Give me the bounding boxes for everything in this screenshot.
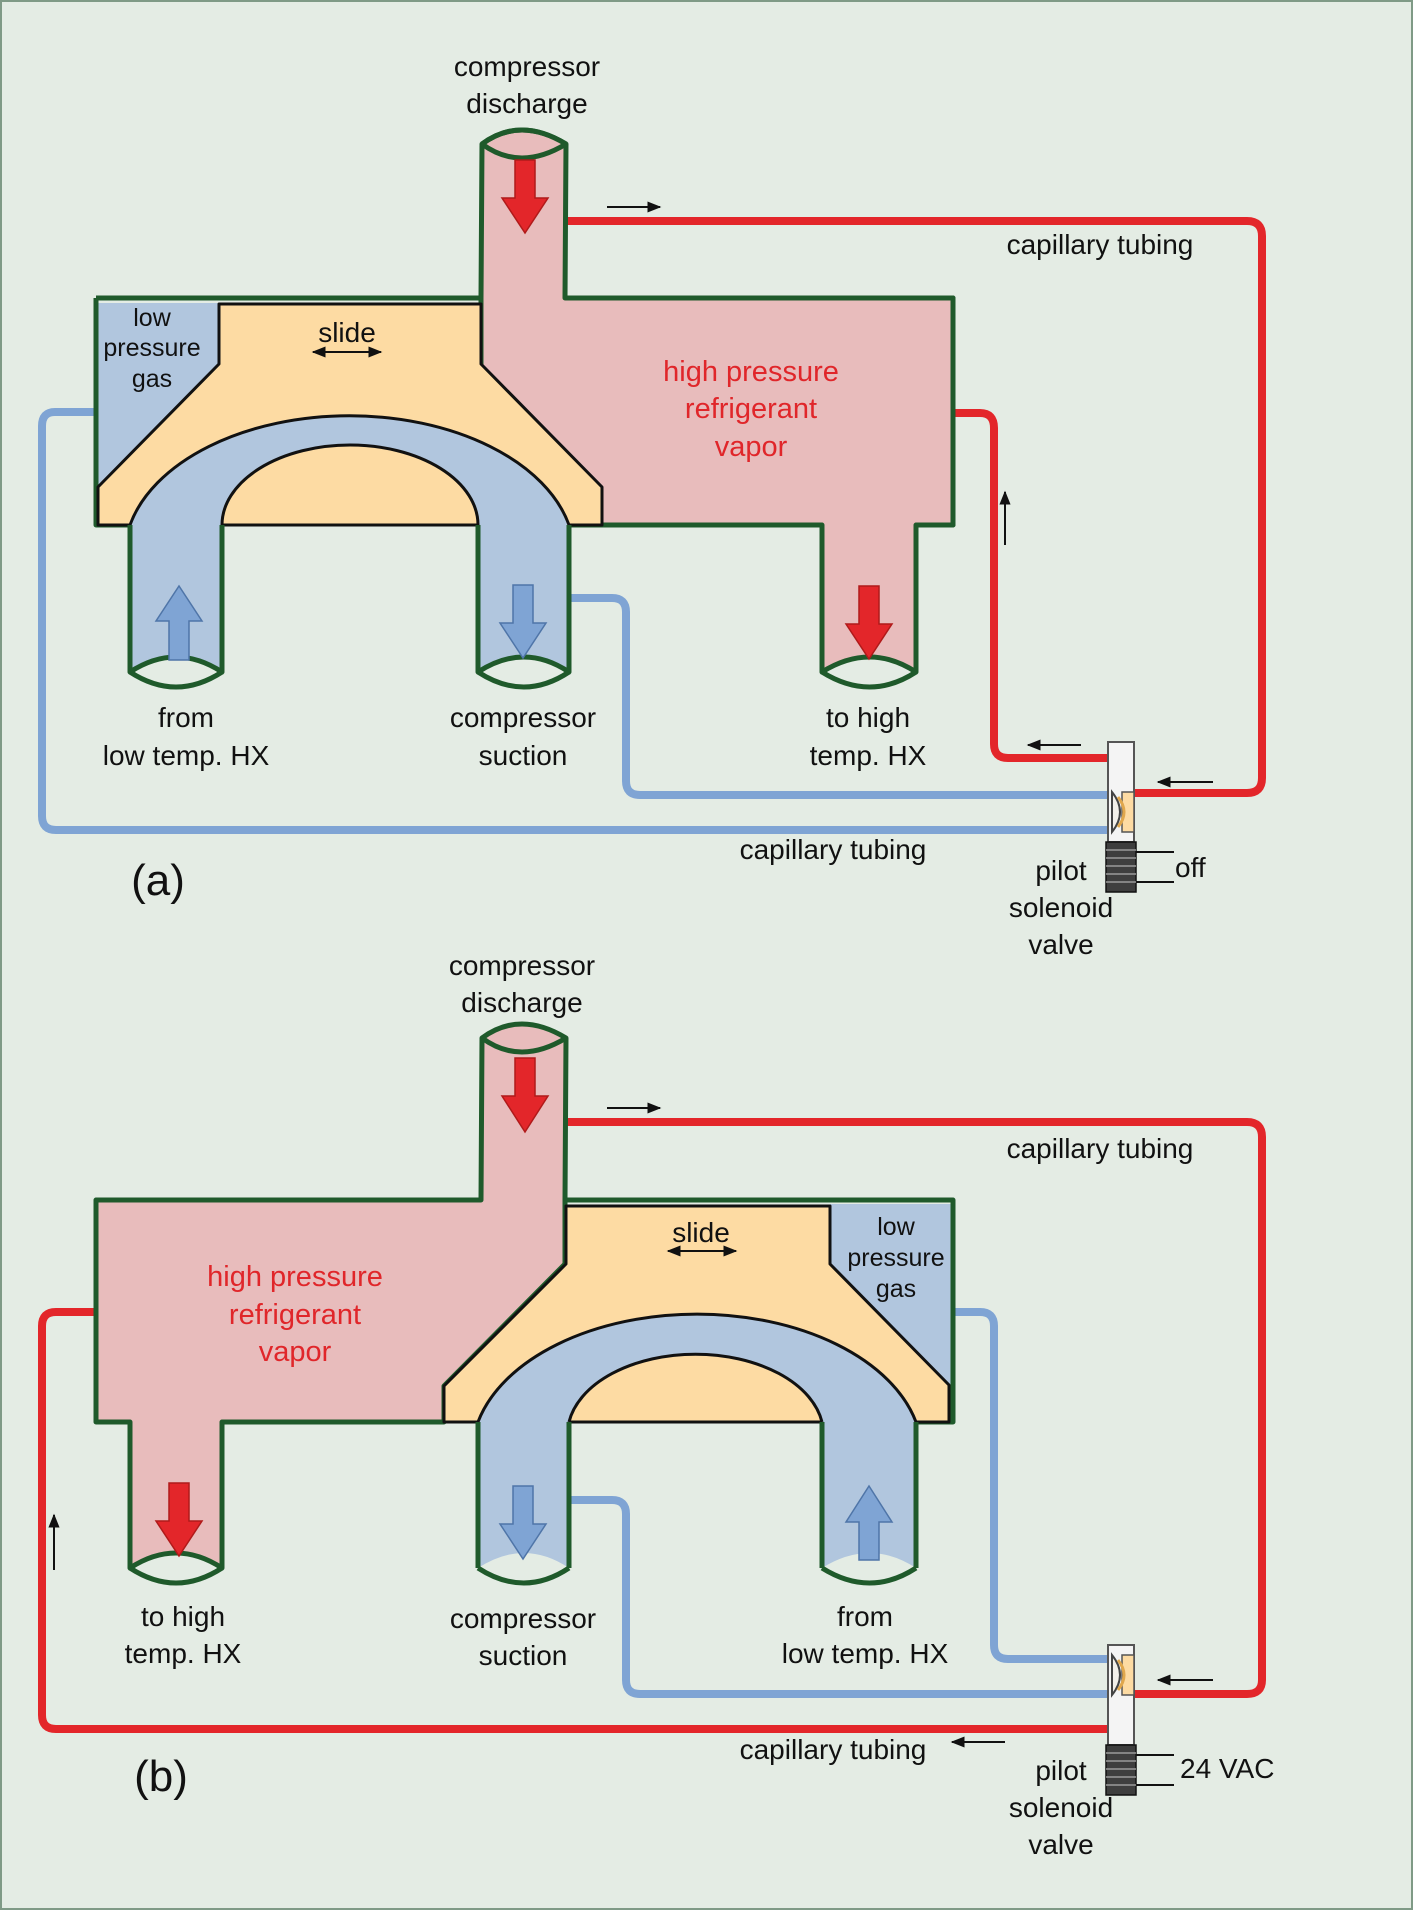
middle-port-label-2: suction — [479, 1640, 568, 1671]
left-port-label-1: to high — [141, 1601, 225, 1632]
flow-arrow-discharge-down — [500, 1057, 550, 1134]
high-pressure-label-1: high pressure — [207, 1261, 383, 1293]
high-pressure-label-1: high pressure — [663, 356, 839, 388]
valve-label-1: pilot — [1035, 1755, 1087, 1786]
compressor-discharge-label-2: discharge — [466, 88, 587, 119]
high-pressure-label-2: refrigerant — [685, 393, 817, 425]
valve-state-label: off — [1175, 852, 1206, 883]
flow-arrow-from-low-up — [844, 1484, 894, 1561]
valve-housing — [93, 295, 956, 528]
right-port-label-2: low temp. HX — [782, 1638, 949, 1669]
capillary-tube-discharge — [564, 217, 1266, 797]
suction-passage-outline — [476, 1312, 918, 1423]
high-pressure-label-3: vapor — [259, 1336, 332, 1368]
capillary-tubing-label-bottom: capillary tubing — [740, 1734, 927, 1765]
capillary-tube-suction — [569, 1496, 1108, 1698]
low-pressure-gas-label-2: pressure — [103, 334, 200, 362]
suction-passage-outline — [128, 414, 571, 526]
flow-arrow-to-high-down — [154, 1482, 204, 1558]
suction-passage — [130, 415, 569, 672]
right-port-label-1: from — [837, 1601, 893, 1632]
valve-label-2: solenoid — [1009, 892, 1113, 923]
slide-label: slide — [672, 1217, 730, 1248]
low-pressure-gas-label-2: pressure — [847, 1244, 944, 1272]
port-wave-top — [480, 141, 568, 161]
right-port-label-2: temp. HX — [810, 740, 927, 771]
low-pressure-gas-label-1: low — [133, 304, 171, 332]
capillary-tube-discharge — [564, 1118, 1266, 1698]
panel-label: (a) — [131, 856, 185, 905]
suction-passage — [478, 1314, 916, 1568]
port-wave-left — [128, 669, 224, 690]
low-pressure-gas-label-3: gas — [876, 1275, 916, 1303]
port-wave-right — [820, 669, 918, 690]
capillary-tubing-label-top: capillary tubing — [1007, 229, 1194, 260]
middle-port-label-1: compressor — [450, 702, 596, 733]
valve-state-label: 24 VAC — [1180, 1753, 1274, 1784]
low-pressure-gas-label-3: gas — [132, 365, 172, 393]
capillary-tubing-label-top: capillary tubing — [1007, 1133, 1194, 1164]
valve-label-3: valve — [1028, 929, 1093, 960]
capillary-tube-suction — [569, 594, 1108, 799]
capillary-tube-low-side — [38, 408, 1108, 834]
flow-arrow-suction-down — [498, 1485, 548, 1561]
low-pressure-gas-label-1: low — [877, 1213, 915, 1241]
flow-arrow-suction-down — [498, 584, 548, 660]
panel-a: compressor discharge capillary tubing lo… — [38, 51, 1266, 960]
flow-arrow-from-low-up — [154, 584, 204, 661]
flow-arrow-discharge-down — [500, 159, 550, 235]
panel-label: (b) — [134, 1752, 188, 1801]
capillary-tube-high-side — [38, 1308, 1108, 1733]
high-pressure-label-3: vapor — [715, 431, 788, 463]
valve-label-2: solenoid — [1009, 1792, 1113, 1823]
capillary-tubing-label-bottom: capillary tubing — [740, 834, 927, 865]
high-pressure-label-2: refrigerant — [229, 1299, 361, 1331]
compressor-discharge-label-1: compressor — [449, 950, 595, 981]
port-wave-left — [128, 1565, 224, 1586]
middle-port-label-2: suction — [479, 740, 568, 771]
compressor-discharge-label-2: discharge — [461, 987, 582, 1018]
middle-port-label-1: compressor — [450, 1603, 596, 1634]
panel-b: compressor discharge capillary tubing lo… — [38, 950, 1274, 1860]
valve-label-1: pilot — [1035, 855, 1087, 886]
capillary-tube-high-side — [952, 409, 1108, 762]
port-wave-middle — [476, 1565, 571, 1586]
low-pressure-corner — [830, 1204, 953, 1422]
left-port-label-2: temp. HX — [125, 1638, 242, 1669]
left-port-label-2: low temp. HX — [103, 740, 270, 771]
valve-label-3: valve — [1028, 1829, 1093, 1860]
pilot-solenoid-valve — [1105, 1644, 1174, 1796]
pilot-solenoid-valve — [1105, 741, 1174, 893]
port-wave-right — [820, 1565, 918, 1586]
port-wave-middle — [476, 669, 571, 690]
flow-arrow-to-high-down — [844, 585, 894, 661]
compressor-discharge-label-1: compressor — [454, 51, 600, 82]
low-pressure-corner — [96, 303, 219, 487]
slide-label: slide — [318, 317, 376, 348]
port-wave-top — [480, 1035, 568, 1055]
right-port-label-1: to high — [826, 702, 910, 733]
capillary-tube-low-side — [952, 1308, 1108, 1663]
left-port-label-1: from — [158, 702, 214, 733]
port-walls — [475, 1422, 919, 1568]
